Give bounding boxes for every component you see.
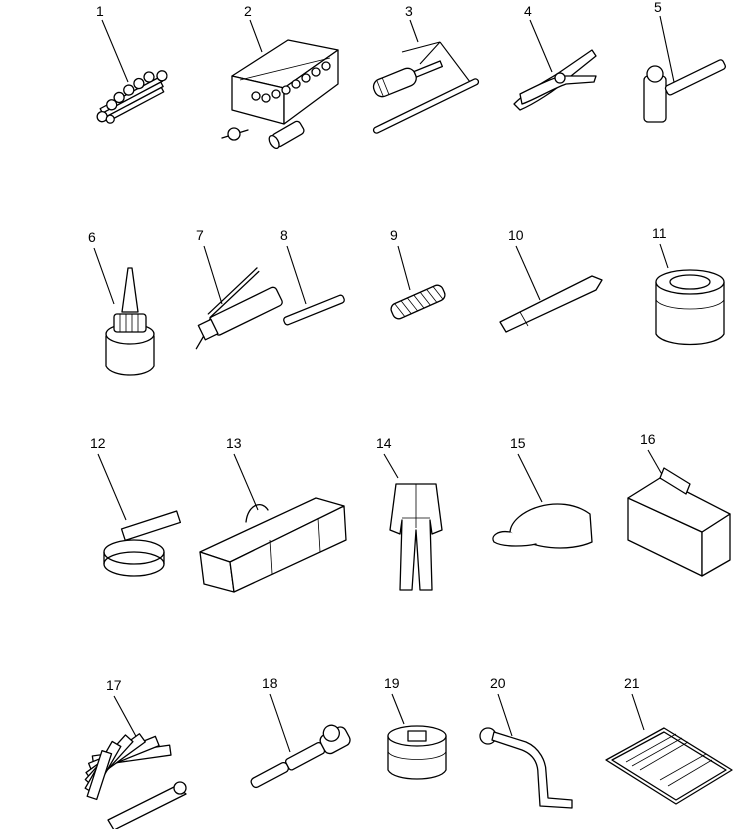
callout-label-9: 9 — [390, 227, 398, 243]
part-1-wrench-set: 1 — [96, 3, 168, 124]
part-21-manual: 21 — [605, 675, 733, 805]
callout-label-10: 10 — [508, 227, 524, 243]
callout-label-3: 3 — [405, 3, 413, 19]
callout-label-17: 17 — [106, 677, 122, 693]
callout-label-20: 20 — [490, 675, 506, 691]
callout-label-11: 11 — [652, 225, 667, 241]
callout-label-12: 12 — [90, 435, 106, 451]
callout-label-21: 21 — [624, 675, 640, 691]
part-2-socket-box: 2 — [221, 3, 339, 150]
callout-label-14: 14 — [376, 435, 392, 451]
part-17-feeler-gauge: 17 — [84, 677, 187, 829]
part-14-coveralls: 14 — [376, 435, 443, 591]
callout-label-5: 5 — [654, 0, 662, 15]
callout-label-4: 4 — [524, 3, 532, 19]
callout-label-16: 16 — [640, 431, 656, 447]
part-13-tool-bag: 13 — [199, 435, 347, 593]
part-6-oil-can: 6 — [88, 229, 155, 376]
callout-label-13: 13 — [226, 435, 242, 451]
part-10-chisel: 10 — [499, 227, 603, 333]
callout-label-15: 15 — [510, 435, 526, 451]
part-15-cap: 15 — [492, 435, 593, 549]
part-18-plug-wrench: 18 — [250, 675, 351, 789]
part-20-bent-wrench: 20 — [479, 675, 573, 809]
part-16-box: 16 — [627, 431, 731, 577]
part-11-socket: 11 — [652, 225, 725, 346]
part-8-pin: 8 — [280, 227, 345, 326]
callout-label-7: 7 — [196, 227, 204, 243]
callout-label-1: 1 — [96, 3, 104, 19]
callout-label-2: 2 — [244, 3, 252, 19]
part-4-pliers: 4 — [513, 3, 597, 111]
part-3-screwdriver: 3 — [372, 3, 480, 134]
part-19-socket: 19 — [384, 675, 447, 780]
part-7-grease-gun: 7 — [195, 227, 283, 350]
part-12-filter-wrench: 12 — [90, 435, 182, 577]
callout-label-8: 8 — [280, 227, 288, 243]
part-9-spring: 9 — [390, 227, 446, 320]
callout-label-19: 19 — [384, 675, 400, 691]
callout-label-18: 18 — [262, 675, 278, 691]
part-5-hammer: 5 — [643, 0, 726, 123]
callout-label-6: 6 — [88, 229, 96, 245]
